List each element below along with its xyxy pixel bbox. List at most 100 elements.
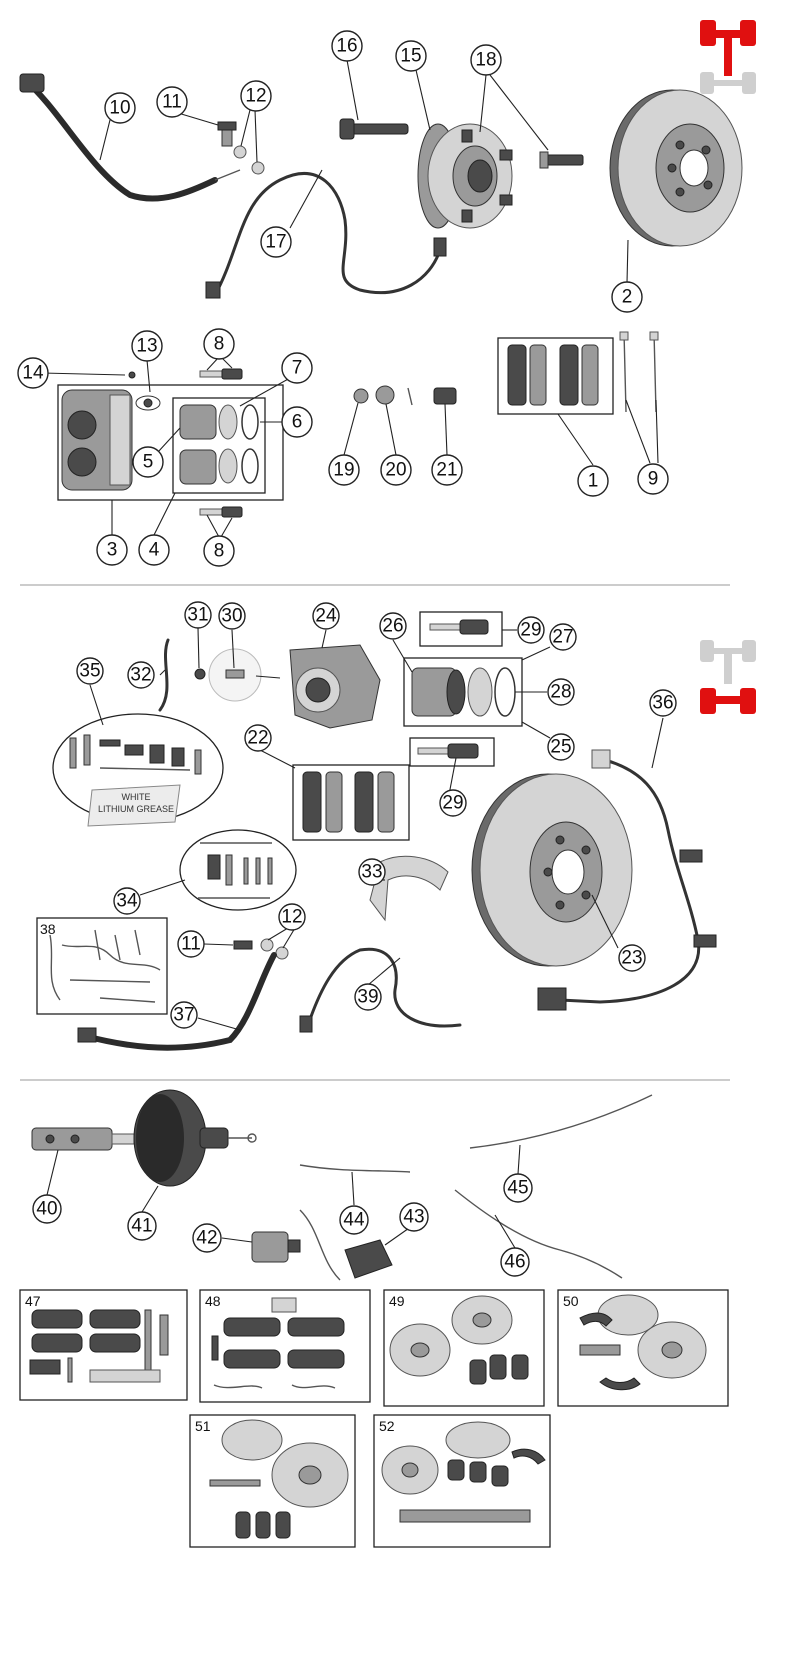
- callout-24: 24: [312, 602, 340, 630]
- svg-text:1: 1: [588, 471, 599, 492]
- rear-guide-pin: [417, 743, 479, 759]
- svg-text:8: 8: [214, 334, 225, 355]
- callout-20: 20: [380, 454, 412, 486]
- svg-text:10: 10: [109, 98, 130, 119]
- nut: [353, 388, 369, 404]
- svg-text:22: 22: [247, 728, 268, 749]
- callout-11-rear: 11: [177, 930, 205, 958]
- svg-text:19: 19: [333, 460, 354, 481]
- callout-19: 19: [328, 454, 360, 486]
- parking-brake-cable-front: [299, 1164, 411, 1173]
- svg-text:16: 16: [336, 36, 357, 57]
- callout-25: 25: [547, 733, 575, 761]
- svg-text:45: 45: [507, 1178, 528, 1199]
- callout-8-top: 8: [203, 328, 235, 360]
- cotter-pin: [407, 387, 413, 406]
- svg-text:33: 33: [361, 862, 382, 883]
- front-brake-hose: [22, 77, 218, 202]
- callout-35: 35: [76, 657, 104, 685]
- callout-18: 18: [470, 44, 502, 76]
- svg-text:13: 13: [136, 336, 157, 357]
- rear-guide-pin: [429, 619, 489, 635]
- copper-washer: [233, 145, 247, 159]
- callout-45: 45: [503, 1173, 533, 1203]
- kit-panel-47: [19, 1289, 188, 1401]
- callout-17: 17: [260, 226, 292, 258]
- svg-text:21: 21: [436, 460, 457, 481]
- callout-12-rear: 12: [278, 903, 306, 931]
- callout-23: 23: [618, 944, 646, 972]
- rear-abs-sensor-wire: [306, 947, 462, 1028]
- callout-3: 3: [96, 534, 128, 566]
- svg-text:9: 9: [648, 469, 659, 490]
- rear-banjo-bolt: [233, 940, 253, 950]
- callout-21: 21: [431, 454, 463, 486]
- rear-brake-line: [558, 758, 701, 1004]
- callout-29-top: 29: [517, 616, 545, 644]
- callout-30: 30: [218, 602, 246, 630]
- bleeder-cap: [128, 371, 136, 379]
- wheel-stud: [539, 151, 584, 169]
- bleeder-cap-rear: [194, 668, 206, 680]
- callout-27: 27: [549, 623, 577, 651]
- brake-booster: [133, 1089, 257, 1187]
- hub-bearing-assembly: [417, 123, 513, 229]
- callout-6: 6: [281, 406, 313, 438]
- grease-label-line2: LITHIUM GREASE: [98, 804, 174, 814]
- hardware-kit: [69, 734, 202, 775]
- rear-brake-caliper: [289, 644, 381, 729]
- front-brake-rotor: [609, 89, 743, 247]
- pad-wear-clips: [619, 331, 659, 413]
- lug-nut: [433, 387, 457, 405]
- svg-text:11: 11: [162, 92, 182, 113]
- kit-panel-52: [373, 1414, 551, 1548]
- svg-text:27: 27: [552, 627, 573, 648]
- callout-31: 31: [184, 601, 212, 629]
- svg-text:42: 42: [196, 1228, 217, 1249]
- callout-10: 10: [104, 92, 136, 124]
- caliper-bolt: [339, 118, 409, 140]
- callout-9: 9: [637, 463, 669, 495]
- rear-bleeder-screw: [225, 669, 245, 679]
- callout-1: 1: [577, 465, 609, 497]
- master-cylinder: [31, 1127, 135, 1151]
- front-axle-highlight-icon: [700, 20, 756, 94]
- callout-28: 28: [547, 678, 575, 706]
- callout-13: 13: [131, 330, 163, 362]
- rear-axle-highlight-icon: [700, 640, 756, 714]
- svg-text:12: 12: [245, 86, 266, 107]
- callout-2: 2: [611, 281, 643, 313]
- callout-44: 44: [339, 1205, 369, 1235]
- callout-46: 46: [500, 1247, 530, 1277]
- rear-copper-washer: [260, 938, 274, 952]
- callout-37: 37: [170, 1001, 198, 1029]
- callout-26: 26: [379, 612, 407, 640]
- callout-16: 16: [331, 30, 363, 62]
- svg-text:32: 32: [130, 665, 151, 686]
- svg-text:20: 20: [385, 460, 406, 481]
- svg-text:28: 28: [550, 682, 571, 703]
- callout-42: 42: [192, 1223, 222, 1253]
- front-brake-caliper: [61, 389, 133, 491]
- svg-text:4: 4: [149, 540, 160, 561]
- brake-line-set: [49, 929, 161, 1003]
- rear-brake-rotor: [471, 773, 633, 967]
- callout-5: 5: [132, 446, 164, 478]
- svg-text:5: 5: [143, 452, 154, 473]
- caliper-guide-pins: [199, 368, 243, 518]
- svg-text:26: 26: [382, 616, 403, 637]
- svg-text:2: 2: [622, 287, 633, 308]
- callout-34: 34: [113, 887, 141, 915]
- svg-text:30: 30: [221, 606, 242, 627]
- callout-14: 14: [17, 357, 49, 389]
- rear-brake-hose: [82, 952, 277, 1051]
- kit-label-52: 52: [379, 1418, 395, 1434]
- svg-text:3: 3: [107, 540, 118, 561]
- callout-12: 12: [240, 80, 272, 112]
- svg-text:12: 12: [281, 907, 302, 928]
- svg-text:34: 34: [116, 891, 138, 912]
- kit-label-49: 49: [389, 1293, 405, 1309]
- front-brake-pads: [507, 344, 599, 406]
- kit-label-51: 51: [195, 1418, 211, 1434]
